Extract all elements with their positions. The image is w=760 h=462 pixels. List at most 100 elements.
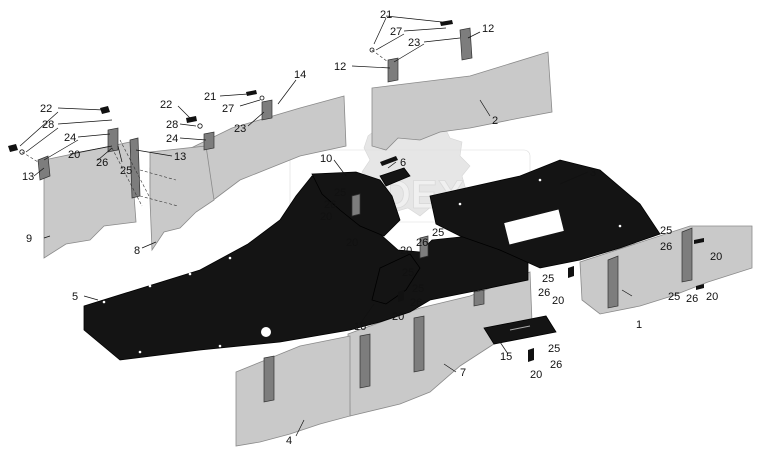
assembly-line — [371, 49, 389, 63]
callout-24-left: 24 — [64, 132, 76, 144]
leader-9 — [43, 235, 51, 239]
callout-25-c: 25 — [432, 227, 444, 239]
bracket-panel-7b — [413, 315, 425, 373]
callout-12-right: 12 — [482, 23, 494, 35]
part-8-side-panel — [149, 145, 215, 252]
callout-20-b: 20 — [320, 211, 332, 223]
callout-26-f: 26 — [550, 359, 562, 371]
callout-20-f: 20 — [530, 369, 542, 381]
callout-25-e: 25 — [542, 273, 554, 285]
leader-22a — [57, 107, 105, 111]
part-6-strip — [379, 167, 411, 187]
leader-26a — [97, 147, 113, 161]
bracket-panel-1a — [607, 255, 619, 309]
mat-rivet — [538, 178, 542, 182]
callout-6: 6 — [400, 157, 406, 169]
leader-23b-b — [393, 43, 425, 63]
callout-22-left: 22 — [40, 103, 52, 115]
leader-21b — [385, 15, 443, 23]
assembly-line — [139, 195, 179, 207]
mat-rivet — [458, 202, 462, 206]
assembly-lines — [21, 49, 389, 207]
bracket-tunnel-b — [419, 235, 429, 259]
callout-25-i: 25 — [402, 267, 414, 279]
leader-27b-b — [375, 33, 405, 51]
callout-20-d: 20 — [392, 311, 404, 323]
callout-2: 2 — [492, 115, 498, 127]
callout-15: 15 — [500, 351, 512, 363]
leader-14 — [277, 79, 297, 105]
leader-24a-b — [43, 139, 79, 161]
leader-24a — [77, 133, 111, 138]
part-15-plate — [483, 315, 557, 345]
callout-23-mid: 23 — [234, 123, 246, 135]
bracket-panel-4 — [263, 355, 275, 403]
mat-rivet — [138, 350, 142, 354]
leader-24b — [179, 137, 207, 141]
callout-20-i: 20 — [346, 237, 358, 249]
callout-28-mid: 28 — [166, 119, 178, 131]
mat-rivet — [148, 284, 152, 288]
bracket-12-left — [387, 57, 399, 83]
leader-13a — [33, 167, 45, 177]
callout-13-mid: 13 — [174, 151, 186, 163]
leader-2 — [479, 99, 491, 117]
callout-24-mid: 24 — [166, 133, 178, 145]
leader-4 — [295, 419, 305, 437]
callout-10: 10 — [320, 153, 332, 165]
leader-3 — [559, 171, 589, 185]
mat-rivet — [228, 256, 232, 260]
leader-21a — [219, 93, 249, 97]
leader-15 — [499, 341, 509, 355]
bolt-20-d — [528, 348, 534, 362]
washer-28-mid — [197, 123, 203, 129]
callout-20-a: 20 — [68, 149, 80, 161]
callout-16: 16 — [354, 321, 366, 333]
callout-26-h: 26 — [686, 293, 698, 305]
leader-12a — [351, 65, 391, 69]
bracket-panel-7c — [473, 289, 485, 307]
callout-25-d: 25 — [412, 283, 424, 295]
leader-7 — [443, 363, 457, 373]
fasteners — [8, 20, 704, 362]
callout-27-mid: 27 — [222, 103, 234, 115]
leader-10 — [333, 159, 347, 177]
part-5-round-hole — [261, 327, 271, 337]
bolt-21-right — [440, 20, 453, 26]
leader-12b — [467, 31, 481, 39]
brackets — [37, 27, 693, 403]
leader-8 — [141, 241, 157, 249]
mat-rivet — [102, 300, 106, 304]
leader-27a — [239, 99, 261, 107]
mat-rivet — [618, 224, 622, 228]
bolt-20-e — [398, 290, 404, 302]
leader-6 — [387, 161, 397, 169]
callout-21-mid: 21 — [204, 91, 216, 103]
part-16-small-mat — [371, 253, 421, 305]
assembly-line — [111, 147, 143, 207]
callout-13-left: 13 — [22, 171, 34, 183]
callout-25-b: 25 — [334, 187, 346, 199]
callout-9: 9 — [26, 233, 32, 245]
callout-25-a: 25 — [120, 165, 132, 177]
assembly-line — [139, 169, 177, 181]
bracket-panel-7a — [359, 333, 371, 389]
part-9-side-panel — [43, 141, 137, 259]
washer-27-mid — [259, 95, 265, 101]
leader-28a-b — [25, 127, 59, 153]
leader-1 — [621, 289, 633, 297]
bolt-20-a — [694, 238, 704, 244]
leader-lines — [19, 15, 633, 437]
callout-5: 5 — [72, 291, 78, 303]
callout-25-g: 25 — [660, 225, 672, 237]
bracket-23-mid — [261, 99, 273, 121]
mat-rivet — [188, 272, 192, 276]
leader-16 — [359, 303, 375, 325]
callout-20-h: 20 — [706, 291, 718, 303]
callout-20-e: 20 — [552, 295, 564, 307]
part-4-side-panel — [235, 335, 351, 447]
bolt-20-c — [568, 266, 574, 278]
callout-27-top: 27 — [390, 26, 402, 38]
callout-21-top: 21 — [380, 9, 392, 21]
bolt-22-left — [8, 144, 18, 152]
